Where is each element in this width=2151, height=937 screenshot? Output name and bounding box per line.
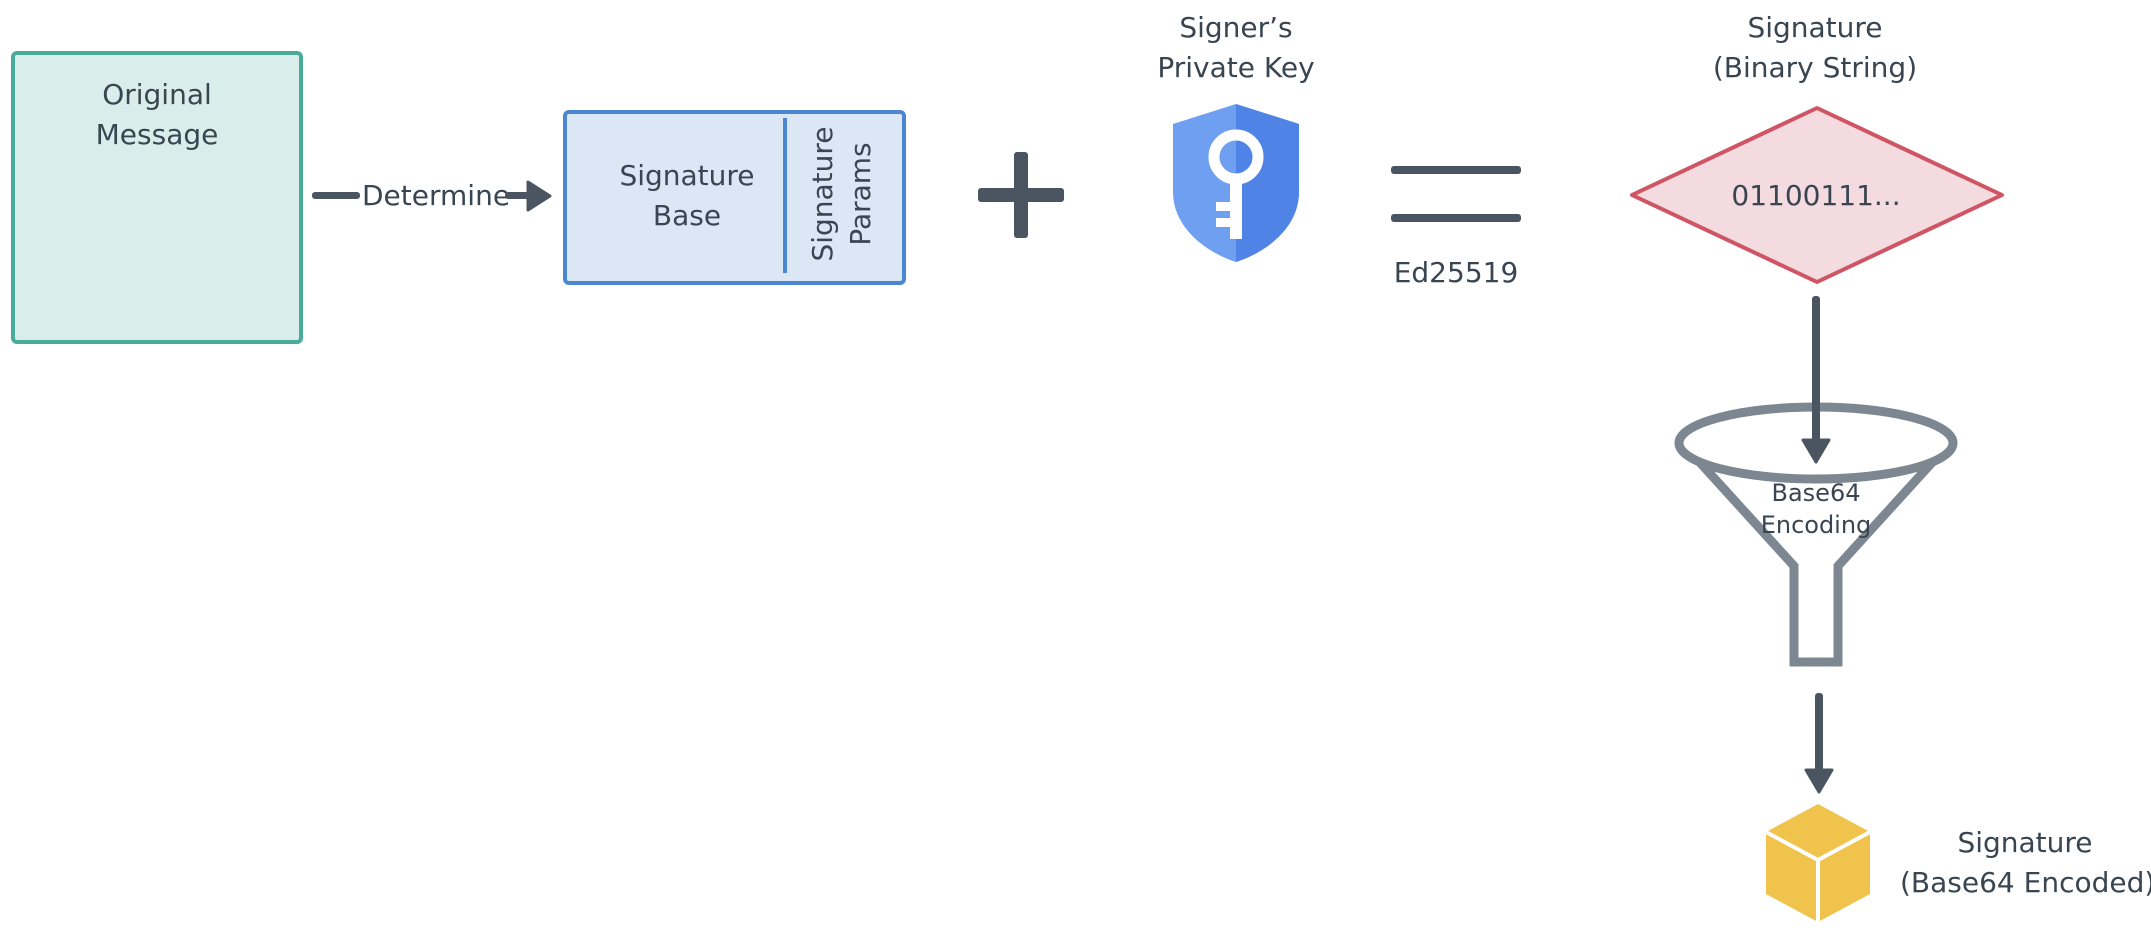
private-key-label: Signer’s Private Key	[1126, 8, 1346, 88]
encoded-signature-line2: (Base64 Encoded)	[1900, 866, 2151, 899]
determine-arrow-shaft	[505, 192, 535, 199]
to-funnel-arrow-shaft	[1812, 296, 1820, 446]
signature-params-label: Signature Params	[804, 114, 880, 274]
binary-signature-label: Signature (Binary String)	[1660, 8, 1970, 88]
key-shield-icon	[1173, 104, 1299, 262]
equals-icon	[1391, 166, 1521, 222]
algorithm-label: Ed25519	[1393, 256, 1519, 289]
encoded-signature-label: Signature (Base64 Encoded)	[1900, 823, 2151, 903]
plus-icon	[978, 152, 1064, 238]
signature-base-box	[563, 110, 906, 285]
private-key-line2: Private Key	[1157, 51, 1315, 84]
binary-signature-value: 01100111...	[1731, 179, 1901, 212]
original-message-box	[11, 51, 303, 344]
private-key-line1: Signer’s	[1179, 11, 1293, 44]
signature-params-line2: Params	[844, 142, 877, 246]
encoded-signature-line1: Signature	[1957, 826, 2093, 859]
determine-arrow-tail	[312, 192, 360, 199]
to-funnel-arrow-head	[1801, 438, 1831, 464]
to-cube-arrow-shaft	[1815, 693, 1823, 777]
signature-params-line1: Signature	[806, 126, 839, 262]
original-message-line1: Original	[102, 78, 212, 111]
original-message-label: Original Message	[11, 75, 303, 155]
binary-signature-line2: (Binary String)	[1712, 51, 1918, 84]
determine-arrow-head	[526, 180, 552, 212]
binary-signature-line1: Signature	[1747, 11, 1883, 44]
encoding-line2: Encoding	[1760, 511, 1872, 539]
to-cube-arrow-head	[1804, 768, 1834, 794]
signature-base-line1: Signature	[619, 159, 755, 192]
encoding-line1: Base64	[1771, 479, 1861, 507]
original-message-line2: Message	[95, 118, 219, 151]
signature-base-divider	[783, 118, 787, 273]
cube-icon	[1765, 804, 1871, 922]
signature-base-label: Signature Base	[567, 156, 807, 236]
signature-base-line2: Base	[652, 199, 722, 232]
encoding-label: Base64 Encoding	[1736, 477, 1896, 541]
binary-signature-diamond	[1630, 106, 2004, 284]
determine-label: Determine	[362, 179, 511, 212]
